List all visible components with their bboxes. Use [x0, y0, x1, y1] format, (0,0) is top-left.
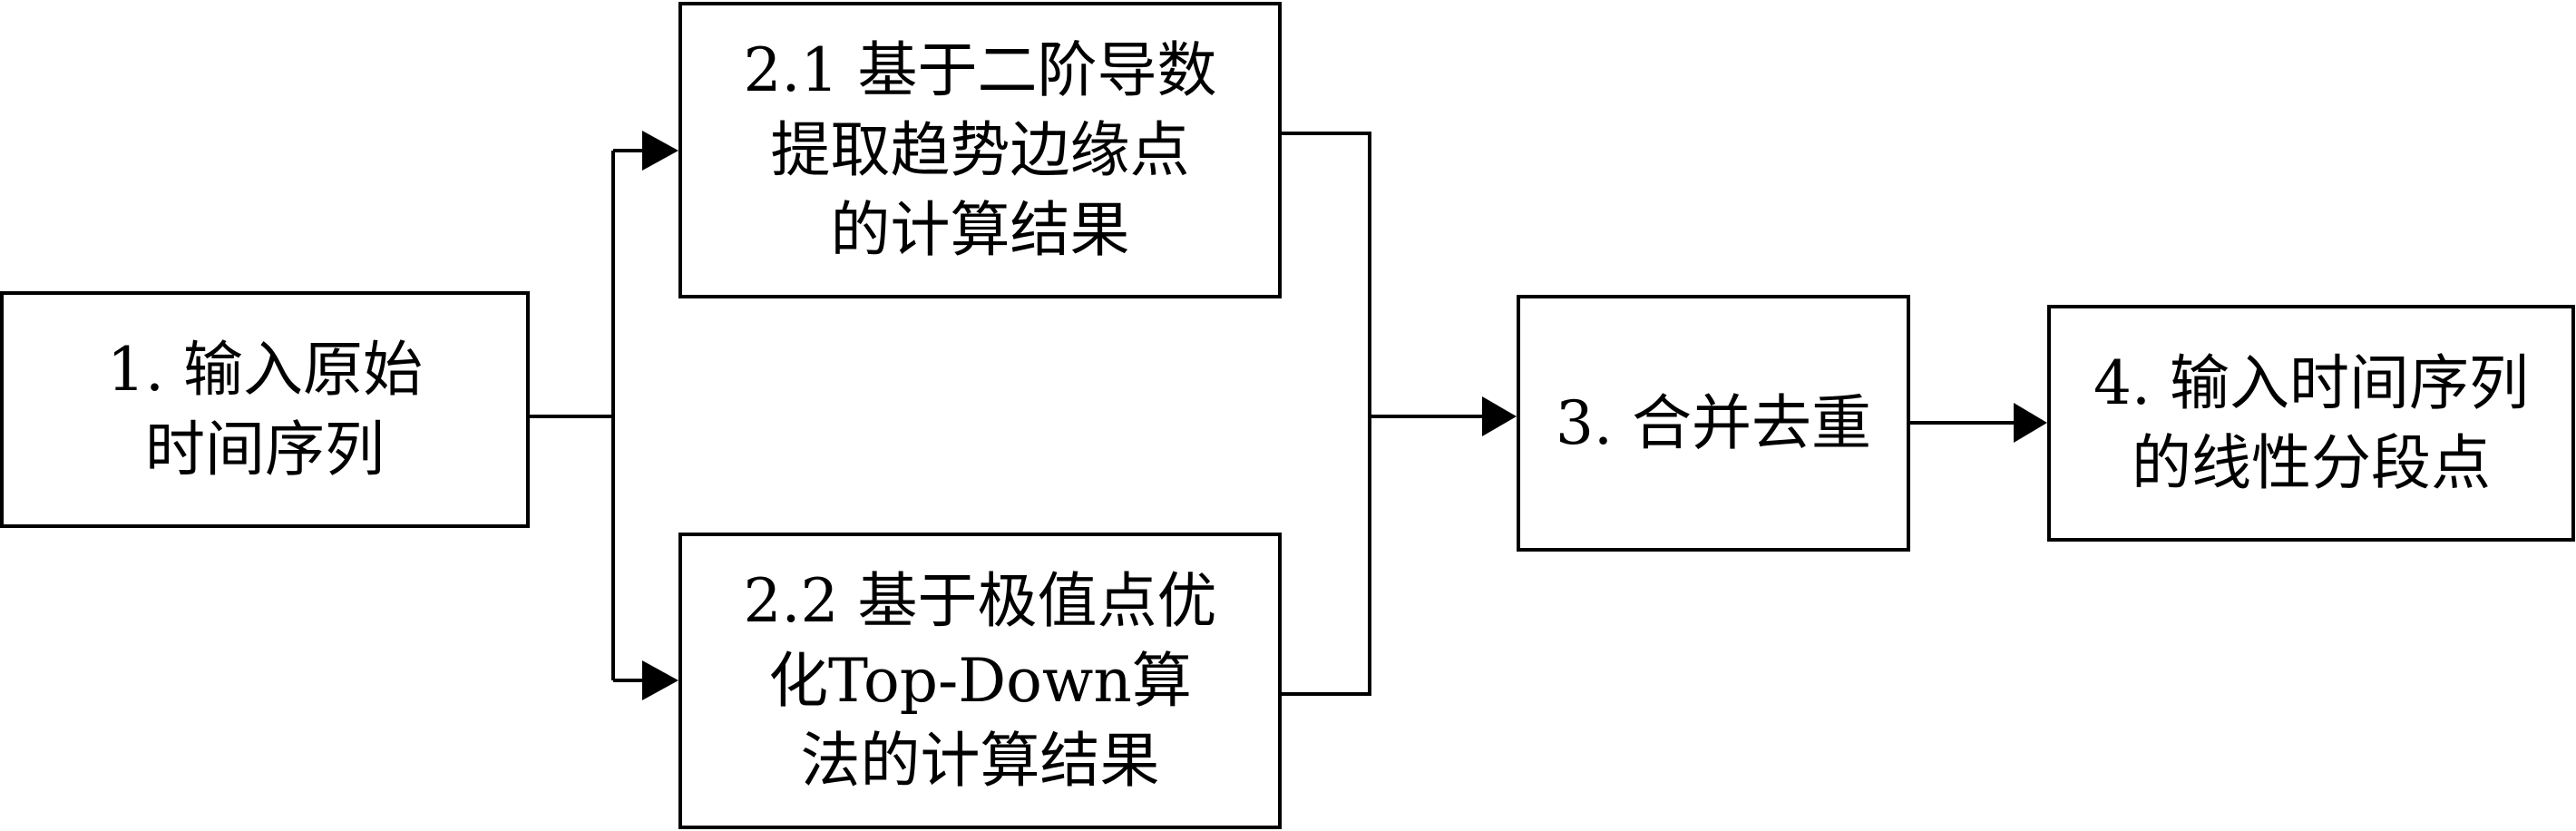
- node-text-line: 化Top-Down算: [768, 645, 1192, 716]
- arrowhead-output: [2014, 403, 2047, 443]
- top-down-node: 2.2 基于极值点优 化Top-Down算 法的计算结果: [678, 533, 1282, 829]
- input-series-node: 1. 输入原始 时间序列: [0, 291, 530, 528]
- merge-label: 3. 合并去重: [1556, 384, 1871, 464]
- connector-method-2-2-to-join: [1282, 416, 1371, 696]
- input-series-label: 1. 输入原始 时间序列: [107, 330, 423, 490]
- second-derivative-node: 2.1 基于二阶导数 提取趋势边缘点 的计算结果: [678, 2, 1282, 298]
- arrowhead-merge: [1482, 396, 1517, 436]
- node-text-line: 时间序列: [144, 414, 385, 484]
- top-down-label: 2.2 基于极值点优 化Top-Down算 法的计算结果: [744, 562, 1217, 801]
- node-text-line: 2.2 基于极值点优: [743, 565, 1217, 636]
- output-label: 4. 输入时间序列 的线性分段点: [2093, 344, 2529, 503]
- connector-method-2-1-to-join: [1282, 132, 1371, 416]
- node-text-line: 的计算结果: [830, 194, 1130, 265]
- arrowhead-method-2-1: [642, 131, 678, 171]
- node-text-line: 3. 合并去重: [1556, 387, 1871, 458]
- node-text-line: 法的计算结果: [800, 725, 1160, 796]
- node-text-line: 的线性分段点: [2131, 427, 2491, 498]
- node-text-line: 提取趋势边缘点: [770, 114, 1190, 185]
- second-derivative-label: 2.1 基于二阶导数 提取趋势边缘点 的计算结果: [744, 31, 1217, 270]
- node-text-line: 2.1 基于二阶导数: [743, 34, 1217, 105]
- arrowhead-method-2-2: [642, 660, 678, 700]
- node-text-line: 1. 输入原始: [107, 334, 423, 405]
- output-node: 4. 输入时间序列 的线性分段点: [2047, 305, 2575, 542]
- merge-node: 3. 合并去重: [1517, 295, 1910, 552]
- node-text-line: 4. 输入时间序列: [2093, 347, 2529, 418]
